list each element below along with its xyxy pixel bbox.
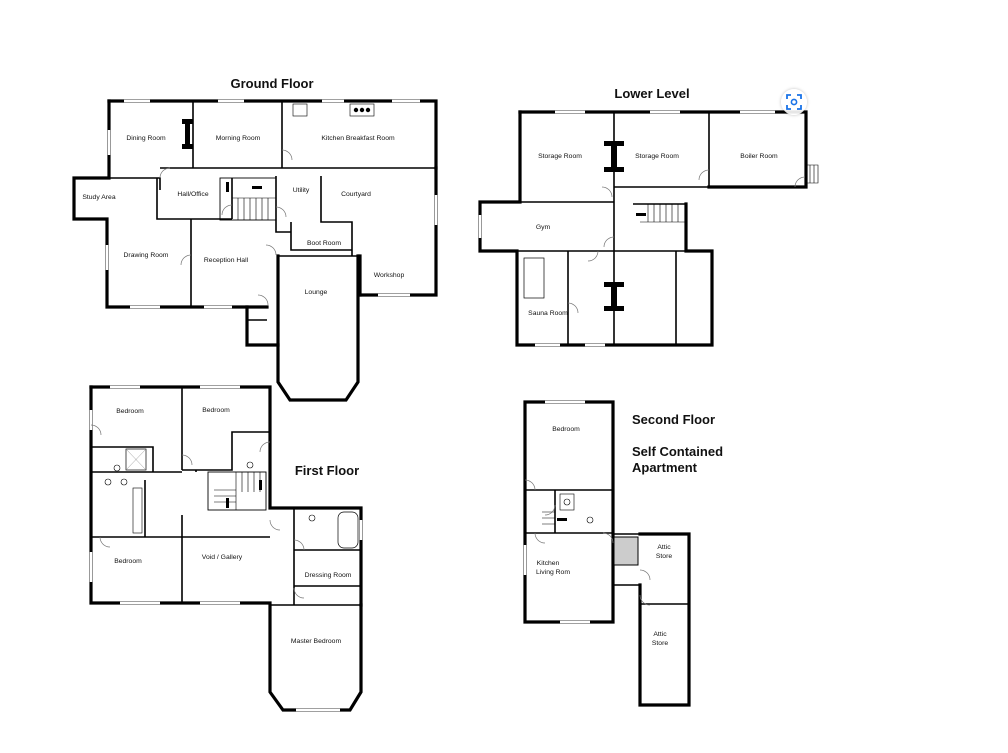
room-label-courtyard: Courtyard xyxy=(341,191,371,198)
ground-floor-plan: Ground Floor xyxy=(72,76,438,402)
room-label-boot-room: Boot Room xyxy=(307,240,341,247)
room-label-sauna-room: Sauna Room xyxy=(528,310,568,317)
room-label-utility: Utility xyxy=(293,187,310,194)
lower-level-title: Lower Level xyxy=(614,86,689,101)
room-label-dining-room: Dining Room xyxy=(126,135,166,142)
room-label-kitchen-breakfast-room: Kitchen Breakfast Room xyxy=(321,135,395,142)
room-label-hall-office: Hall/Office xyxy=(177,191,208,198)
room-label-living-room-line2: Living Rom xyxy=(536,569,570,576)
room-label-lounge: Lounge xyxy=(305,289,328,296)
room-label-study-area: Study Area xyxy=(82,194,115,201)
ground-floor-title: Ground Floor xyxy=(230,76,313,91)
room-label-morning-room: Morning Room xyxy=(216,135,261,142)
room-label-bedroom-2: Bedroom xyxy=(202,407,230,414)
room-label-gym: Gym xyxy=(536,224,551,231)
second-floor-plan: Second Floor Self Contained Apartment Be… xyxy=(523,400,723,707)
second-floor-title: Second Floor xyxy=(632,412,715,427)
first-floor-title: First Floor xyxy=(295,463,359,478)
room-label-attic-store-1-line2: Store xyxy=(656,553,672,560)
visual-search-button[interactable] xyxy=(781,89,807,115)
room-label-workshop: Workshop xyxy=(374,272,405,279)
room-label-attic-store-2-line1: Attic xyxy=(653,631,667,638)
room-label-storage-room-1: Storage Room xyxy=(538,153,582,160)
room-label-bedroom-3: Bedroom xyxy=(114,558,142,565)
apartment-title: Apartment xyxy=(632,460,698,475)
lower-level-plan: Lower Level Storage R xyxy=(478,86,819,347)
room-label-kitchen-line1: Kitchen xyxy=(537,560,560,567)
room-label-bedroom-1: Bedroom xyxy=(116,408,144,415)
room-label-drawing-room: Drawing Room xyxy=(124,252,169,259)
first-floor-plan: First Floor xyxy=(89,385,363,712)
room-label-apartment-bedroom: Bedroom xyxy=(552,426,580,433)
room-label-reception-hall: Reception Hall xyxy=(204,257,249,264)
self-contained-title: Self Contained xyxy=(632,444,723,459)
room-label-storage-room-2: Storage Room xyxy=(635,153,679,160)
room-label-boiler-room: Boiler Room xyxy=(740,153,778,160)
room-label-attic-store-2-line2: Store xyxy=(652,640,668,647)
room-label-attic-store-1-line1: Attic xyxy=(657,544,671,551)
scan-search-icon xyxy=(786,94,802,110)
room-label-void-gallery: Void / Gallery xyxy=(202,554,243,561)
room-label-master-bedroom: Master Bedroom xyxy=(291,638,342,645)
room-label-dressing-room: Dressing Room xyxy=(305,572,352,579)
